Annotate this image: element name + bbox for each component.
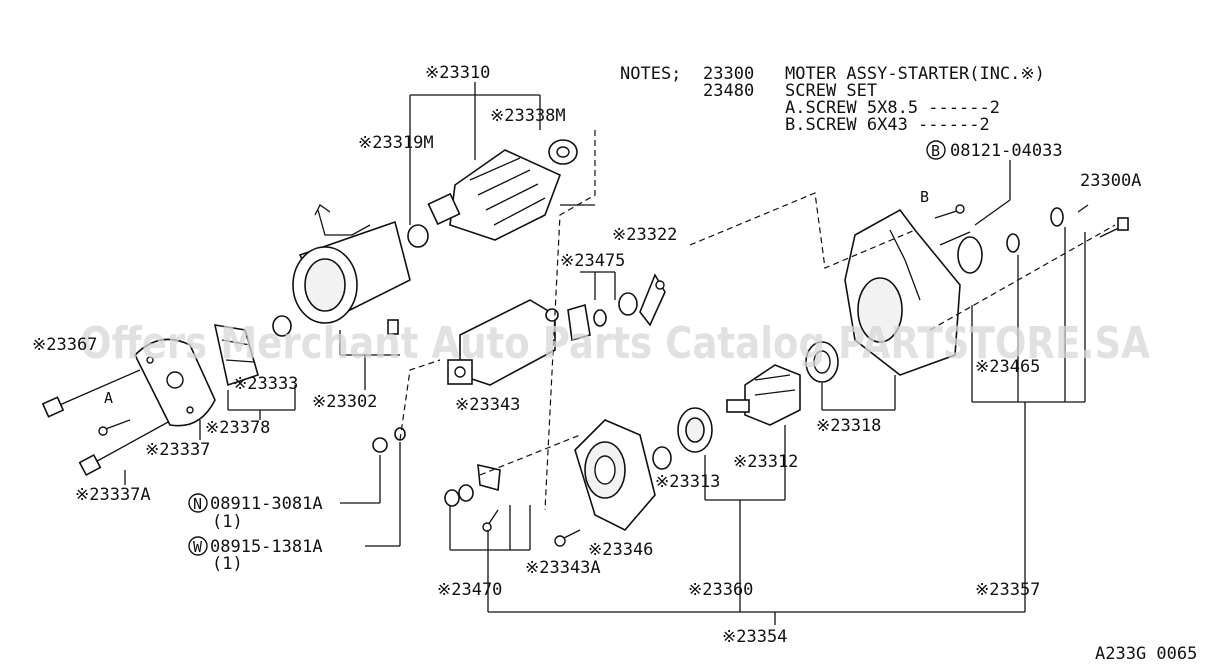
solenoid-23343 <box>447 299 559 386</box>
label-23470: ※23470 <box>437 580 502 600</box>
rear-cover-23337 <box>134 338 216 427</box>
label-23465: ※23465 <box>975 357 1040 377</box>
brush-holder-23378 <box>213 324 259 387</box>
label-letter-a: A <box>104 389 113 407</box>
label-23343A: ※23343A <box>525 558 601 578</box>
notes-block: NOTES; 23300 MOTER ASSY-STARTER(INC.※) 2… <box>620 64 1045 135</box>
label-23319M: ※23319M <box>358 133 434 153</box>
n-mark: N <box>193 495 202 513</box>
bolt-23343A <box>554 529 581 547</box>
b-mark: B <box>931 142 940 160</box>
label-08911-qty: (1) <box>212 512 243 532</box>
w-mark: W <box>193 538 203 556</box>
notes-heading: NOTES; <box>620 64 681 84</box>
label-23378: ※23378 <box>205 418 270 438</box>
label-letter-b: B <box>920 188 929 206</box>
bearing-bore <box>556 146 570 158</box>
label-23318: ※23318 <box>816 416 881 436</box>
assembly-path-left <box>399 359 441 441</box>
label-23357: ※23357 <box>975 580 1040 600</box>
bolt-b <box>934 204 965 219</box>
notes-line4: B.SCREW 6X43 ------2 <box>785 115 990 135</box>
label-23337A: ※23337A <box>75 485 151 505</box>
washer-23465 <box>1006 233 1020 253</box>
callout-08121-04033: B 08121-04033 <box>926 140 1063 161</box>
label-23337: ※23337 <box>145 440 210 460</box>
through-bolt-23367 <box>41 369 141 418</box>
label-08121-04033: 08121-04033 <box>950 141 1063 161</box>
label-23338M: ※23338M <box>490 106 566 126</box>
assembly-path-top <box>689 192 916 269</box>
brush-23333 <box>272 315 292 337</box>
label-23333: ※23333 <box>233 374 298 394</box>
notes-line1-part: 23300 <box>703 64 754 84</box>
assembly-path-right <box>929 224 1116 331</box>
label-08911-3081A: 08911-3081A <box>210 494 323 514</box>
notes-line2-part: 23480 <box>703 81 754 101</box>
label-08915-qty: (1) <box>212 554 243 574</box>
diagram-code: A233G 0065 <box>1095 644 1197 664</box>
label-08915-1381A: 08915-1381A <box>210 537 323 557</box>
label-23300A: 23300A <box>1080 171 1141 191</box>
label-23302: ※23302 <box>312 392 377 412</box>
label-23343: ※23343 <box>455 395 520 415</box>
watermark: Offers Merchant Auto Parts Catalog PARTS… <box>80 318 1150 369</box>
yoke-23302 <box>292 204 411 335</box>
label-23322: ※23322 <box>612 225 677 245</box>
callout-08911-3081A: N 08911-3081A (1) <box>188 493 323 532</box>
label-23354: ※23354 <box>722 627 787 647</box>
n-circle-icon <box>188 493 208 513</box>
callout-08915-1381A: W 08915-1381A (1) <box>188 536 323 574</box>
label-23346: ※23346 <box>588 540 653 560</box>
gear-23313 <box>677 407 713 453</box>
notes-line3: A.SCREW 5X8.5 ------2 <box>785 98 1000 118</box>
bolt-08121 <box>939 231 971 246</box>
screw-23300A <box>1077 204 1129 238</box>
leader-lines <box>124 82 1086 625</box>
shift-lever-23322 <box>639 273 666 327</box>
washer-23319M <box>407 224 429 248</box>
armature-23310 <box>427 149 562 241</box>
label-23312: ※23312 <box>733 452 798 472</box>
assembly-path-lower <box>479 434 581 476</box>
notes-line1-desc: MOTER ASSY-STARTER(INC.※) <box>785 64 1045 84</box>
label-23360: ※23360 <box>688 580 753 600</box>
lever-parts-23475 <box>567 292 638 342</box>
label-23310: ※23310 <box>425 63 490 83</box>
washer-23465-b <box>1050 207 1064 227</box>
pinion-assembly-23312 <box>726 364 801 426</box>
w-circle-icon <box>188 536 208 556</box>
label-23367: ※23367 <box>32 335 97 355</box>
washer-23313 <box>652 446 672 470</box>
small-parts-23470 <box>444 463 501 532</box>
bearing-23318-bore <box>813 350 831 374</box>
nut-08911 <box>372 437 388 453</box>
pinion-gear <box>957 236 983 274</box>
label-23475: ※23475 <box>560 251 625 271</box>
label-23313: ※23313 <box>655 472 720 492</box>
screw-a <box>98 419 131 436</box>
housing-23346 <box>574 419 656 531</box>
b-circle-icon <box>926 140 946 160</box>
gear-case-23300 <box>844 208 961 376</box>
notes-line2-desc: SCREW SET <box>785 81 877 101</box>
